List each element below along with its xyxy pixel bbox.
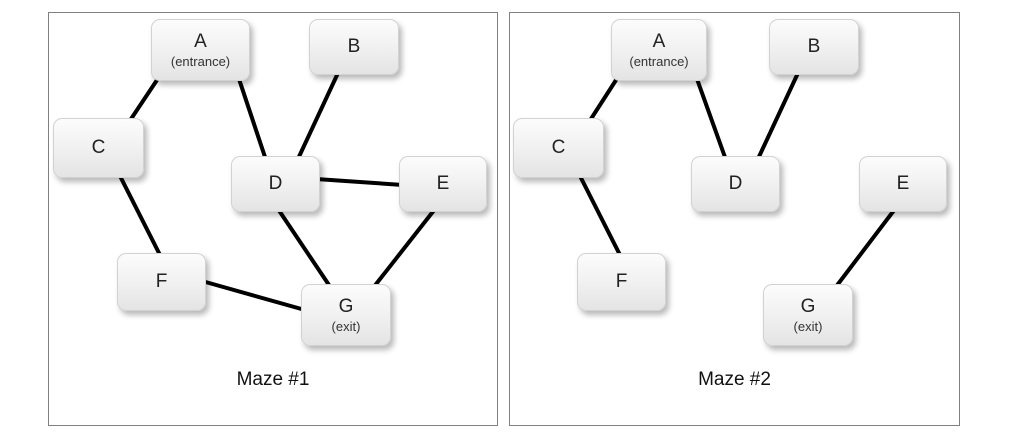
- maze-edge-e-g: [833, 207, 897, 290]
- maze-node-label: B: [347, 36, 361, 57]
- maze-node-b[interactable]: B: [769, 19, 859, 75]
- maze-node-sublabel: (exit): [331, 318, 361, 334]
- maze-node-label: E: [896, 173, 910, 194]
- maze-edge-b-d: [755, 72, 800, 162]
- maze-node-label: G: [338, 295, 354, 317]
- maze-node-a[interactable]: A(entrance): [151, 19, 250, 81]
- maze-node-c[interactable]: C: [513, 118, 604, 178]
- maze-node-f[interactable]: F: [117, 253, 206, 311]
- maze-node-label: B: [807, 36, 821, 57]
- maze-edge-a-d: [695, 78, 728, 161]
- maze-node-e[interactable]: E: [859, 156, 947, 212]
- maze-edge-a-c: [127, 75, 161, 124]
- maze-node-label: A: [194, 30, 207, 52]
- maze-edge-d-g: [276, 207, 333, 290]
- maze-panel-1: A(entrance) B C D E F G(exit): [48, 12, 498, 426]
- maze-node-sublabel: (exit): [793, 318, 823, 334]
- maze-graph-area-1: A(entrance) B C D E F G(exit): [49, 13, 497, 425]
- maze-edge-d-e: [315, 177, 404, 187]
- maze-node-label: F: [155, 271, 168, 292]
- maze-node-label: A: [652, 30, 666, 52]
- maze-panel-2: A(entrance) B C D E F G(exit): [509, 12, 960, 426]
- maze-node-label: G: [800, 295, 816, 317]
- maze-caption-2: Maze #2: [698, 369, 771, 390]
- maze-caption-1: Maze #1: [236, 369, 310, 390]
- maze-node-d[interactable]: D: [691, 156, 780, 212]
- maze-node-g[interactable]: G(exit): [763, 284, 853, 346]
- maze-node-f[interactable]: F: [577, 253, 666, 311]
- maze-node-label: C: [551, 137, 566, 158]
- maze-edge-c-f: [117, 173, 163, 258]
- maze-node-b[interactable]: B: [309, 19, 399, 75]
- maze-edge-a-d: [237, 78, 268, 161]
- maze-node-label: F: [615, 271, 628, 292]
- maze-node-d[interactable]: D: [231, 156, 320, 212]
- maze-node-e[interactable]: E: [399, 156, 487, 212]
- maze-edges-1: [117, 72, 437, 312]
- maze-node-label: C: [91, 137, 106, 158]
- maze-node-g[interactable]: G(exit): [301, 284, 391, 346]
- maze-node-label: E: [436, 173, 450, 194]
- maze-graph-area-2: A(entrance) B C D E F G(exit): [510, 13, 959, 425]
- maze-edges-2: [577, 72, 897, 290]
- maze-edge-b-d: [295, 72, 340, 162]
- maze-edge-e-g: [371, 207, 437, 290]
- maze-node-sublabel: (entrance): [629, 53, 689, 69]
- maze-edge-f-g: [201, 279, 306, 312]
- maze-edge-a-c: [587, 75, 620, 124]
- maze-node-a[interactable]: A(entrance): [611, 19, 707, 81]
- maze-edge-c-f: [577, 173, 623, 258]
- maze-node-sublabel: (entrance): [170, 53, 231, 69]
- maze-node-label: D: [268, 173, 283, 194]
- maze-node-c[interactable]: C: [53, 118, 144, 178]
- maze-node-label: D: [728, 173, 743, 194]
